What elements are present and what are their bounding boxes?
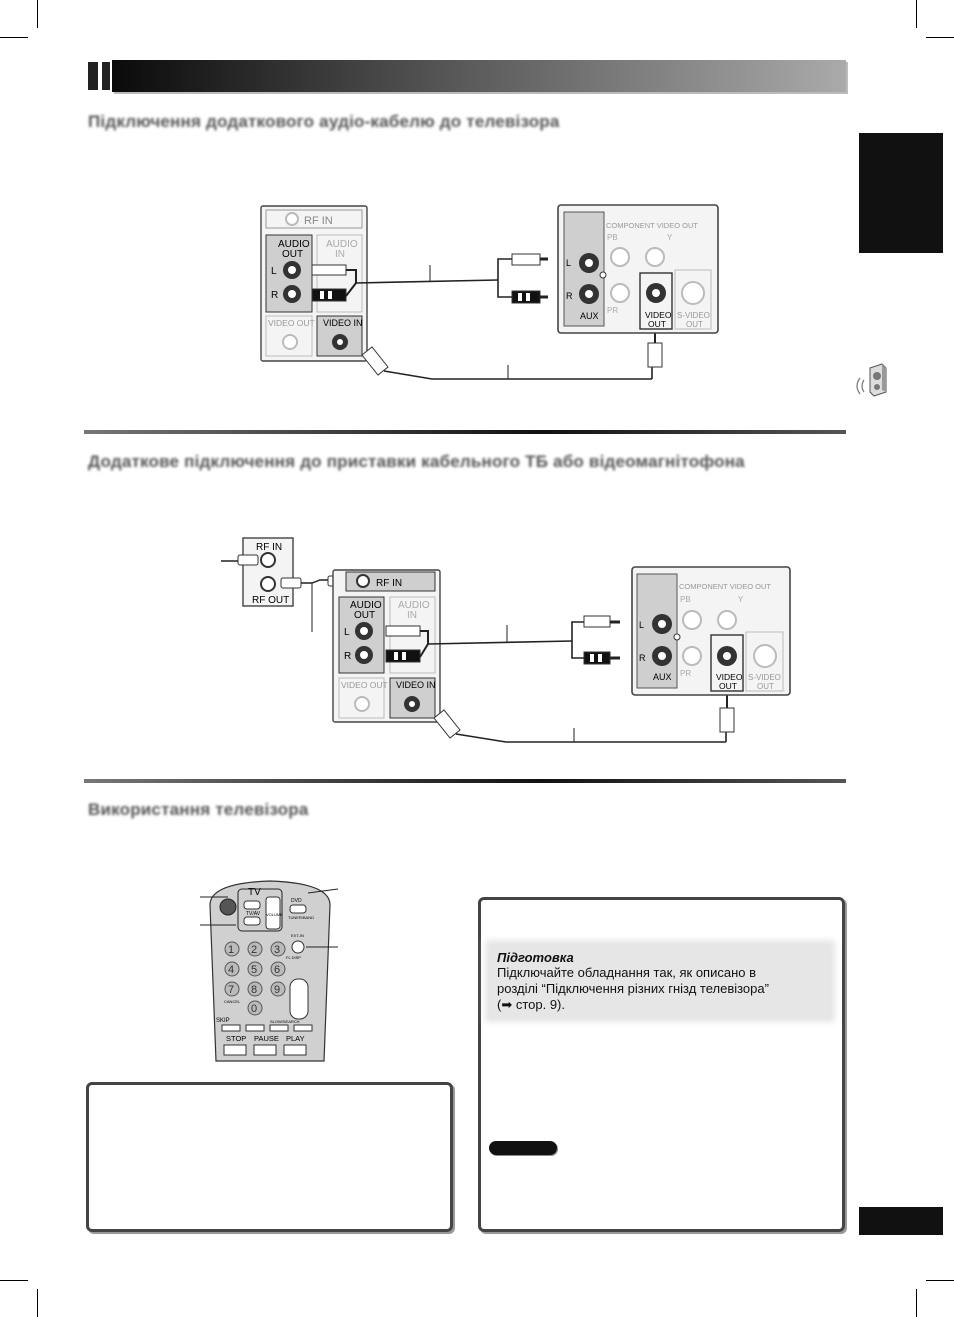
component-video-label: COMPONENT VIDEO OUT	[679, 582, 771, 591]
y-label: Y	[667, 233, 673, 242]
aux-label: AUX	[580, 311, 599, 321]
remote-key: 7	[228, 984, 234, 996]
pb-label: PB	[607, 233, 618, 242]
crop-mark	[916, 0, 917, 28]
pr-label: PR	[607, 306, 618, 315]
section3-heading: Використання телевізора	[88, 800, 309, 819]
crop-mark	[0, 37, 28, 38]
speaker-icon	[856, 363, 887, 397]
s-video-label: OUT	[686, 320, 703, 329]
remote-tvav-label: TV/AV	[246, 911, 261, 917]
remote-play-label: PLAY	[286, 1034, 305, 1043]
unit-video-out-label: OUT	[719, 681, 737, 691]
remote-key: 9	[274, 984, 280, 996]
remote-key: 8	[251, 984, 257, 996]
crop-mark	[37, 1289, 38, 1317]
remote-cancel-label: CANCEL	[224, 999, 241, 1004]
s-video-label: S-VIDEO	[677, 311, 710, 320]
crop-mark	[37, 0, 38, 28]
rf-in-jack	[285, 212, 299, 226]
section2-heading: Додаткове підключення до приставки кабел…	[88, 452, 745, 471]
unit-r-label: R	[566, 291, 573, 301]
y-label: Y	[738, 595, 744, 604]
remote-key: 1	[228, 944, 234, 956]
remote-key: 2	[251, 944, 257, 956]
unit-video-out-label: OUT	[648, 319, 666, 329]
audio-out-label: OUT	[354, 610, 375, 621]
crop-mark	[926, 37, 954, 38]
crop-mark	[0, 1280, 28, 1281]
video-in-label: VIDEO IN	[323, 318, 363, 328]
unit-l-label: L	[566, 258, 571, 268]
unit-video-out-label: VIDEO	[645, 310, 672, 320]
audio-in-label: AUDIO	[398, 600, 430, 611]
cable-box-panel	[242, 537, 294, 607]
audio-out-label: AUDIO	[350, 600, 382, 611]
unit-l-label: L	[639, 620, 644, 630]
s-video-label: S-VIDEO	[748, 673, 781, 682]
audio-in-label: AUDIO	[326, 239, 358, 250]
video-out-label: VIDEO OUT	[341, 680, 388, 690]
right-label: R	[344, 651, 351, 662]
unit-r-label: R	[639, 653, 646, 663]
note-badge	[489, 1141, 557, 1155]
remote-control-illustration: TV TV/AV VOLUME DVD TUNER/BAND EXT-IN FL…	[200, 880, 339, 1062]
remote-skip-label: SKIP	[216, 1018, 230, 1024]
diagram-tv-audio-connection: RF IN AUDIO OUT L R AUDIO IN VIDEO OUT V…	[260, 204, 719, 380]
cable-rf-in-label: RF IN	[256, 542, 282, 553]
right-label: R	[271, 290, 278, 301]
info-box-right	[478, 897, 845, 1232]
remote-key: 5	[251, 964, 257, 976]
audio-in-label: IN	[335, 249, 345, 260]
unit-video-out-label: VIDEO	[716, 672, 743, 682]
info-box-left	[86, 1082, 453, 1232]
remote-dvd-label: DVD	[291, 898, 302, 904]
pb-label: PB	[680, 595, 691, 604]
rf-in-label: RF IN	[304, 215, 333, 227]
component-video-label: COMPONENT VIDEO OUT	[606, 221, 698, 230]
crop-mark	[916, 1289, 917, 1317]
video-out-label: VIDEO OUT	[268, 318, 315, 328]
audio-in-label: IN	[407, 610, 417, 621]
rf-in-label: RF IN	[376, 578, 402, 589]
audio-out-label: OUT	[282, 249, 303, 260]
cable-rf-out-label: RF OUT	[252, 595, 289, 606]
audio-out-label: AUDIO	[278, 239, 310, 250]
header-block	[88, 62, 98, 90]
preparation-title: Підготовка	[497, 950, 574, 965]
video-in-label: VIDEO IN	[396, 680, 436, 690]
preparation-body: Підключайте обладнання так, як описано в…	[497, 965, 769, 1012]
header-gradient	[112, 60, 846, 92]
remote-key: 4	[228, 964, 234, 976]
remote-stop-label: STOP	[226, 1034, 246, 1043]
crop-mark	[926, 1280, 954, 1281]
header-block	[102, 62, 110, 90]
remote-volume-label: VOLUME	[266, 912, 283, 917]
left-label: L	[344, 627, 350, 638]
page-header-bar	[88, 60, 846, 92]
remote-fldisp-label: FL DISP	[286, 955, 301, 960]
page-number-tab	[859, 1207, 943, 1235]
remote-aux-label: EXT-IN	[291, 933, 304, 938]
remote-number-pad: 1 2 3 4 5 6 7 8 9 0	[224, 941, 286, 1016]
remote-key: 6	[274, 964, 280, 976]
s-video-label: OUT	[757, 682, 774, 691]
diagram-cable-box-connection: RF IN RF OUT RF IN AUDIO OUT L R AUDIO I…	[221, 537, 791, 743]
section1-heading: Підключення додаткового аудіо-кабелю до …	[88, 112, 560, 131]
remote-tuner-label: TUNER/BAND	[288, 915, 314, 920]
preparation-block: Підготовка Підключайте обладнання так, я…	[489, 944, 831, 1018]
remote-tv-label: TV	[248, 887, 261, 898]
remote-slow-label: SLOW/SEARCH	[270, 1019, 300, 1024]
left-label: L	[271, 266, 277, 277]
section-divider	[84, 430, 846, 434]
side-language-tab	[859, 133, 943, 253]
remote-key: 0	[251, 1003, 257, 1015]
section-divider	[84, 779, 846, 783]
remote-pause-label: PAUSE	[254, 1034, 279, 1043]
remote-key: 3	[274, 944, 280, 956]
aux-label: AUX	[653, 672, 672, 682]
pr-label: PR	[680, 669, 691, 678]
